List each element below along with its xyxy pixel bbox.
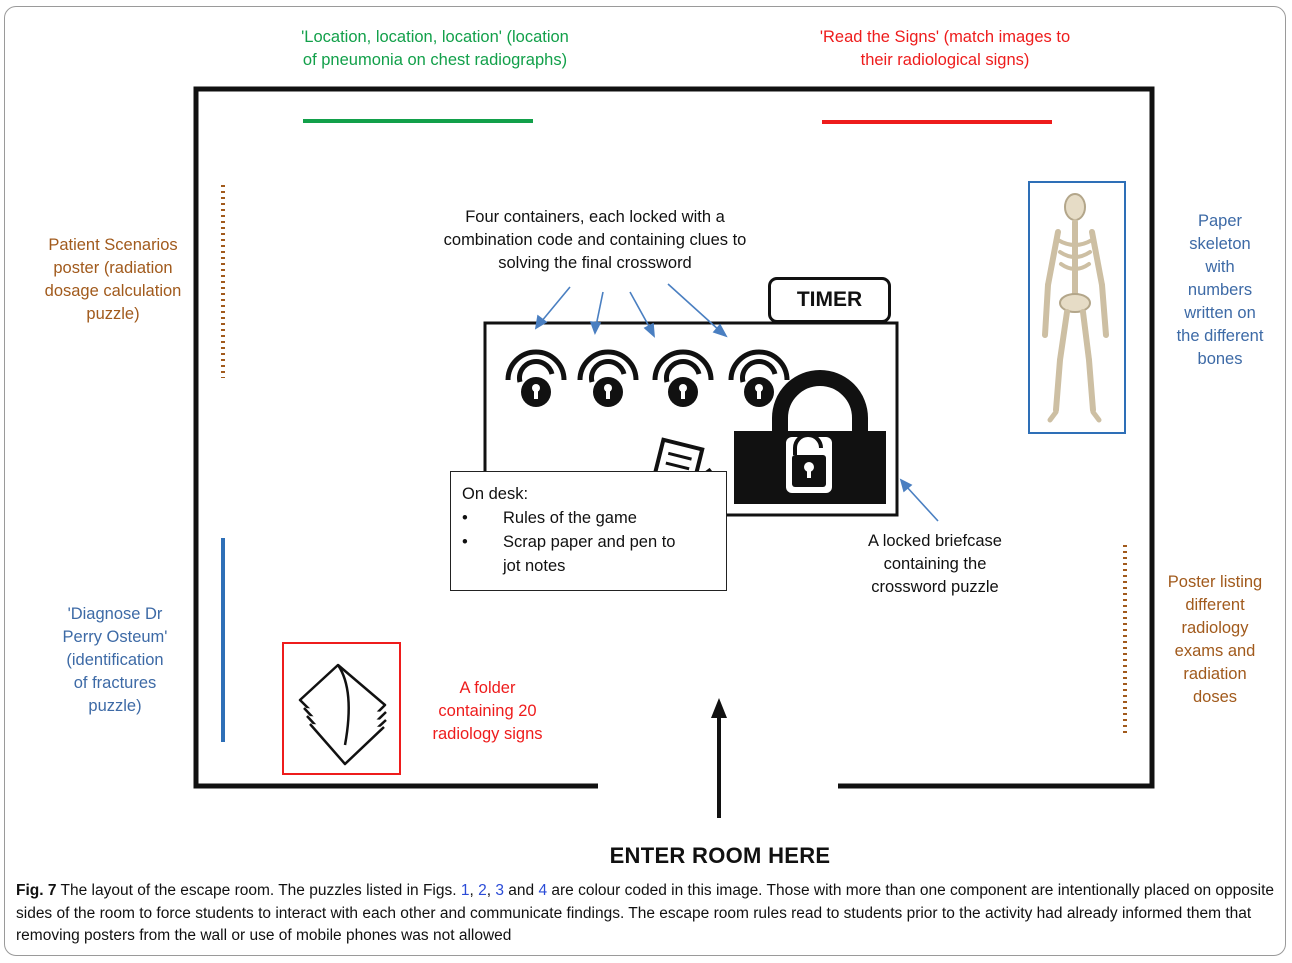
arrow-icon [711,698,727,718]
skeleton-label: Paper skeleton with numbers written on t… [1176,212,1264,368]
figure-ref-link[interactable]: 4 [538,882,548,899]
book-icon [298,663,387,766]
folder-label: A folder containing 20 radiology signs [432,679,543,743]
room-walls [193,86,1155,789]
figure-number: Fig. 7 [16,882,57,899]
padlock-icon [728,349,790,407]
timer: TIMER [768,277,891,323]
figure-frame [4,6,1286,956]
patient-scenarios-label: Patient Scenarios poster (radiation dosa… [44,236,182,323]
read-signs-label: 'Read the Signs' (match images to their … [819,28,1071,69]
radiation-poster-label: Poster listing different radiology exams… [1167,573,1263,706]
location-puzzle-label: 'Location, location, location' (location… [301,28,569,69]
container-arrows [534,283,939,522]
figure-ref-link[interactable]: 3 [495,882,504,899]
desk-title: On desk: [462,485,529,503]
padlock-icon [652,349,714,407]
desk-items-list: Rules of the game Scrap paper and pen to… [462,506,726,578]
briefcase-label: A locked briefcase containing the crossw… [868,532,1002,596]
enter-room-label: ENTER ROOM HERE [609,843,831,868]
containers-label: Four containers, each locked with a comb… [443,208,747,272]
skeleton-icon [1042,193,1109,423]
list-item: Rules of the game [462,506,726,530]
briefcase-icon [734,370,886,504]
diagnose-label: 'Diagnose Dr Perry Osteum' (identificati… [62,605,168,715]
padlock-icon [505,349,567,407]
figure-ref-link[interactable]: 1 [460,882,470,899]
desk-contents-box: On desk: Rules of the game Scrap paper a… [450,471,727,591]
figure-ref-link[interactable]: 2 [478,882,487,899]
padlock-icon [577,349,639,407]
figure-caption: Fig. 7 The layout of the escape room. Th… [16,882,1275,944]
